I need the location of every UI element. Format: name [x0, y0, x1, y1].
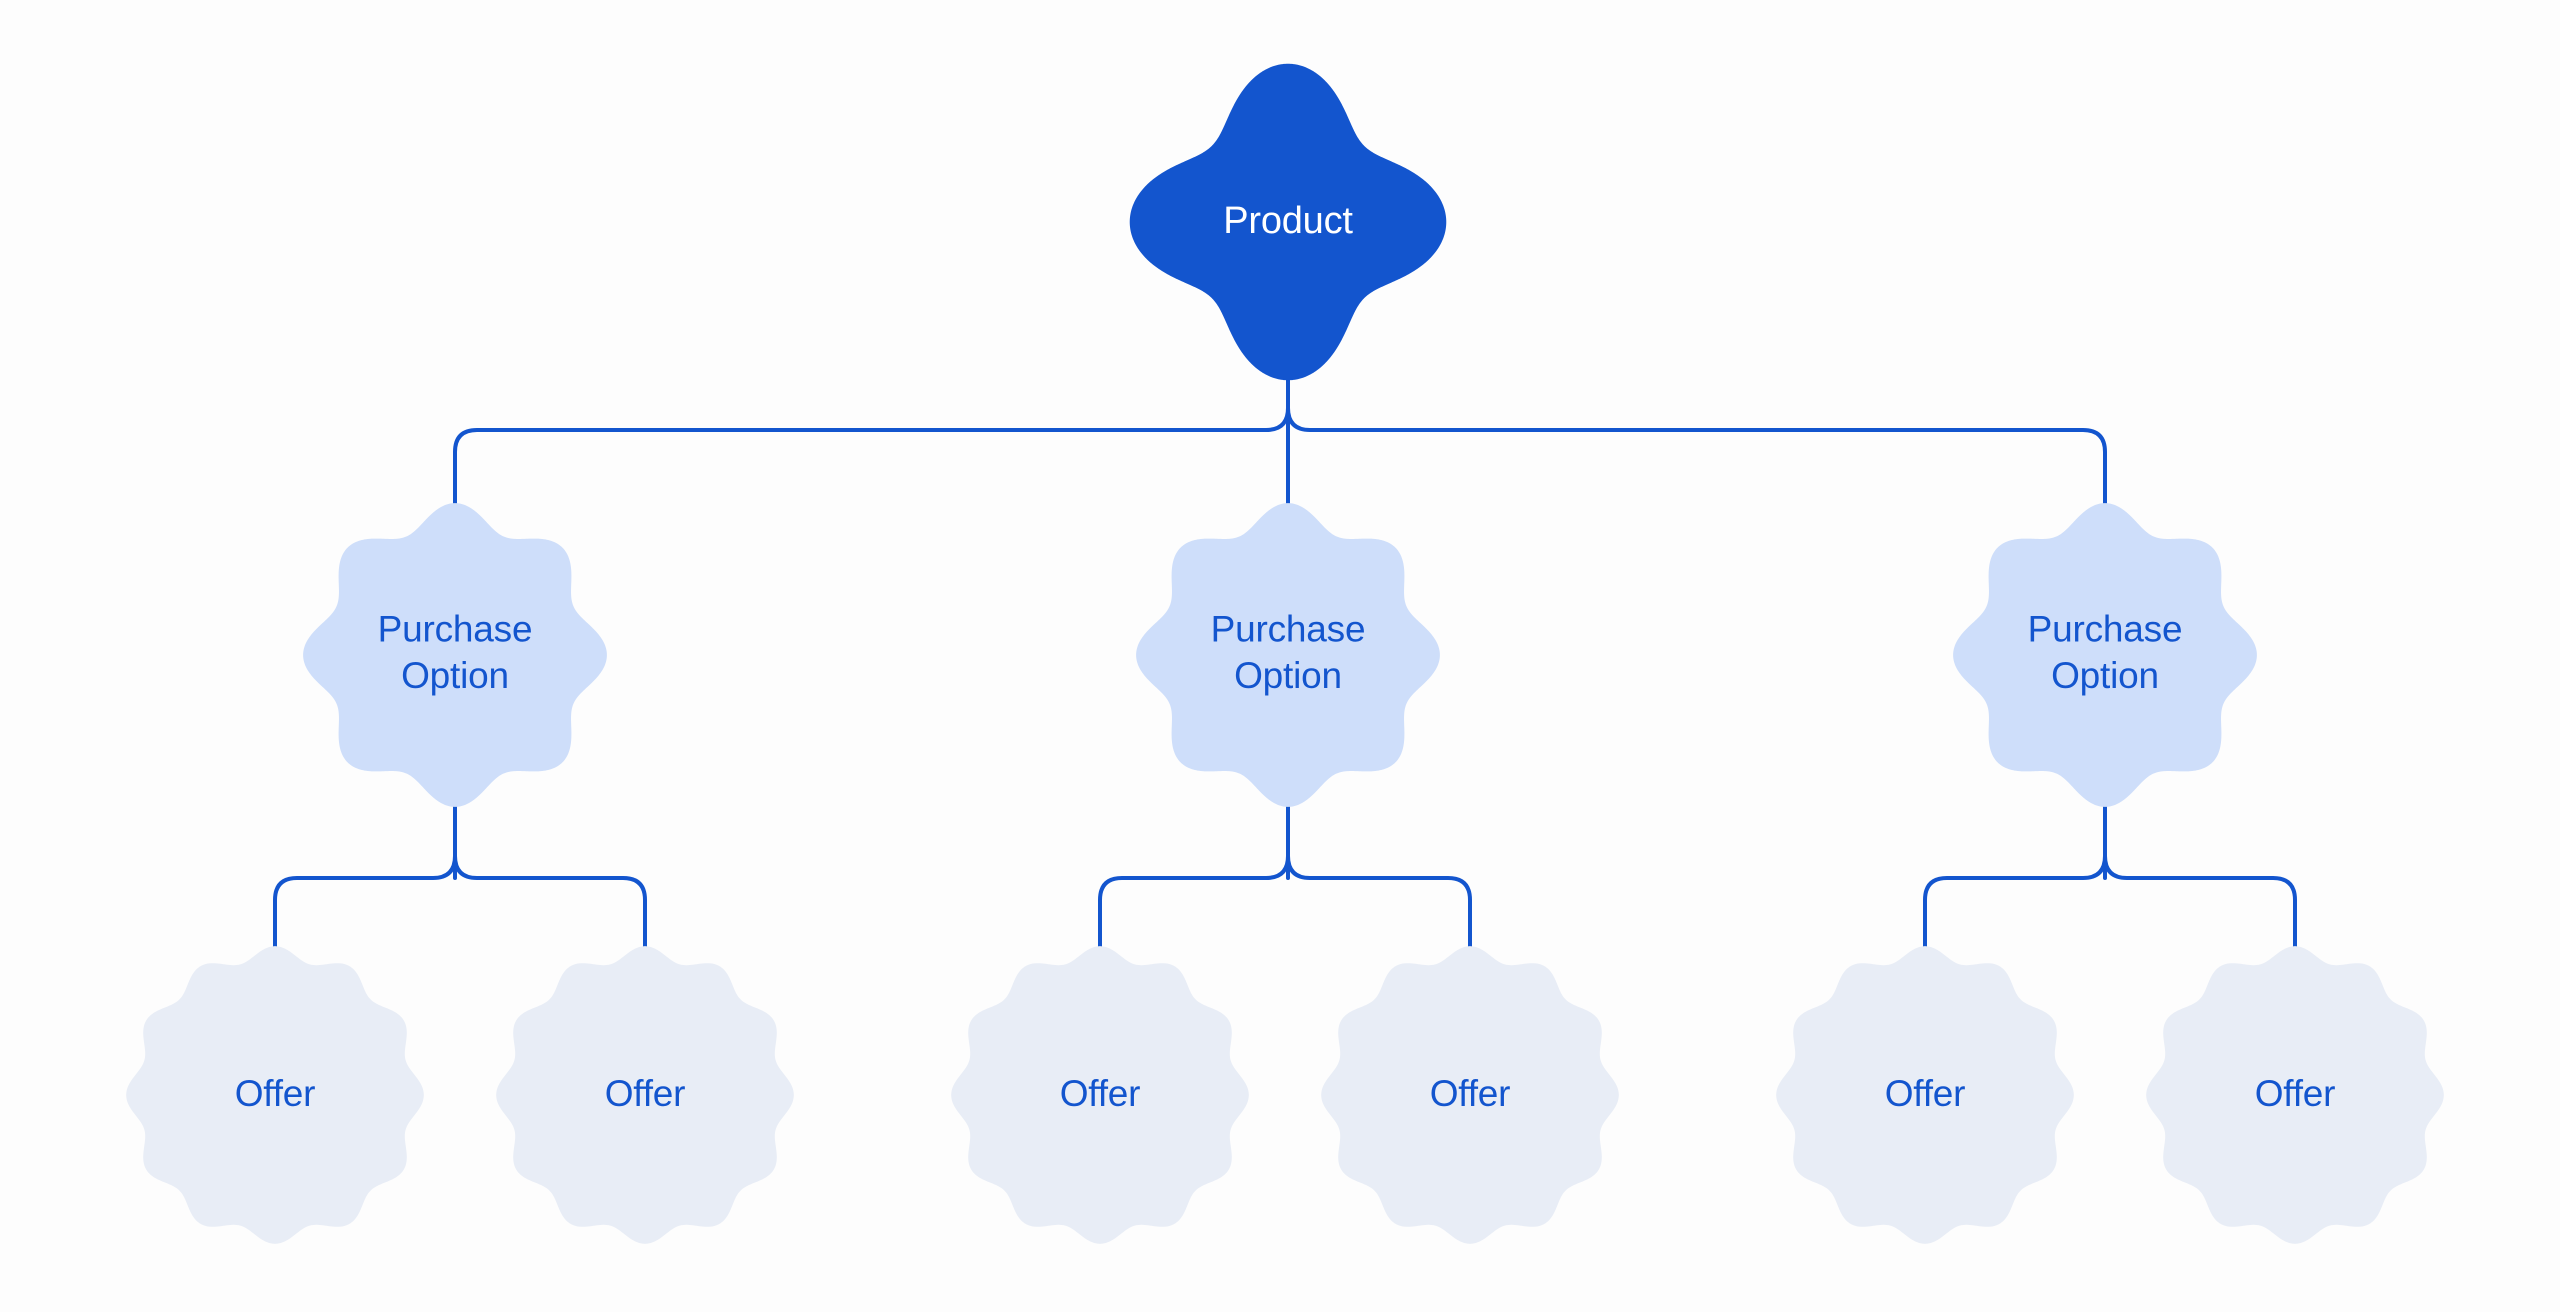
offer-label: Offer	[2255, 1073, 2336, 1114]
offer-label: Offer	[1060, 1073, 1141, 1114]
connector-group-option-1-to-offers	[273, 788, 647, 964]
offer-label: Offer	[1430, 1073, 1511, 1114]
node-layer: ProductPurchaseOptionPurchaseOptionPurch…	[126, 63, 2444, 1244]
purchase-option-blob-shape	[1953, 503, 2257, 807]
connector-branch	[1923, 788, 2107, 964]
connector-group-product-to-options	[453, 353, 2107, 530]
node-offer-2[interactable]: Offer	[496, 946, 794, 1244]
connector-group-option-3-to-offers	[1923, 788, 2297, 964]
offer-blob-shape	[2146, 946, 2444, 1244]
product-label: Product	[1223, 200, 1353, 242]
node-offer-3[interactable]: Offer	[951, 946, 1249, 1244]
purchase-option-blob-shape	[303, 503, 607, 807]
purchase-option-label-line-2: Option	[401, 655, 509, 696]
purchase-option-label-line-1: Purchase	[2028, 609, 2183, 650]
connector-branch	[2103, 788, 2297, 964]
offer-label: Offer	[1885, 1073, 1966, 1114]
offer-blob-shape	[496, 946, 794, 1244]
connector-group-option-2-to-offers	[1098, 788, 1472, 964]
connector-branch	[273, 788, 457, 964]
offer-label: Offer	[605, 1073, 686, 1114]
node-offer-5[interactable]: Offer	[1776, 946, 2074, 1244]
offer-blob-shape	[951, 946, 1249, 1244]
node-offer-1[interactable]: Offer	[126, 946, 424, 1244]
purchase-option-label-line-1: Purchase	[378, 609, 533, 650]
purchase-option-label-line-1: Purchase	[1211, 609, 1366, 650]
offer-label: Offer	[235, 1073, 316, 1114]
connector-branch	[453, 788, 647, 964]
offer-blob-shape	[1321, 946, 1619, 1244]
node-product-1[interactable]: Product	[1129, 63, 1447, 381]
offer-blob-shape	[1776, 946, 2074, 1244]
offer-blob-shape	[126, 946, 424, 1244]
connector-branch	[1098, 788, 1290, 964]
product-blob-shape	[1129, 63, 1447, 381]
purchase-option-label-line-2: Option	[1234, 655, 1342, 696]
connector-branch	[453, 353, 1290, 530]
purchase-option-label-line-2: Option	[2051, 655, 2159, 696]
node-offer-6[interactable]: Offer	[2146, 946, 2444, 1244]
connector-branch	[1286, 353, 2107, 530]
purchase-option-blob-shape	[1136, 503, 1440, 807]
node-offer-4[interactable]: Offer	[1321, 946, 1619, 1244]
connector-branch	[1286, 788, 1472, 964]
